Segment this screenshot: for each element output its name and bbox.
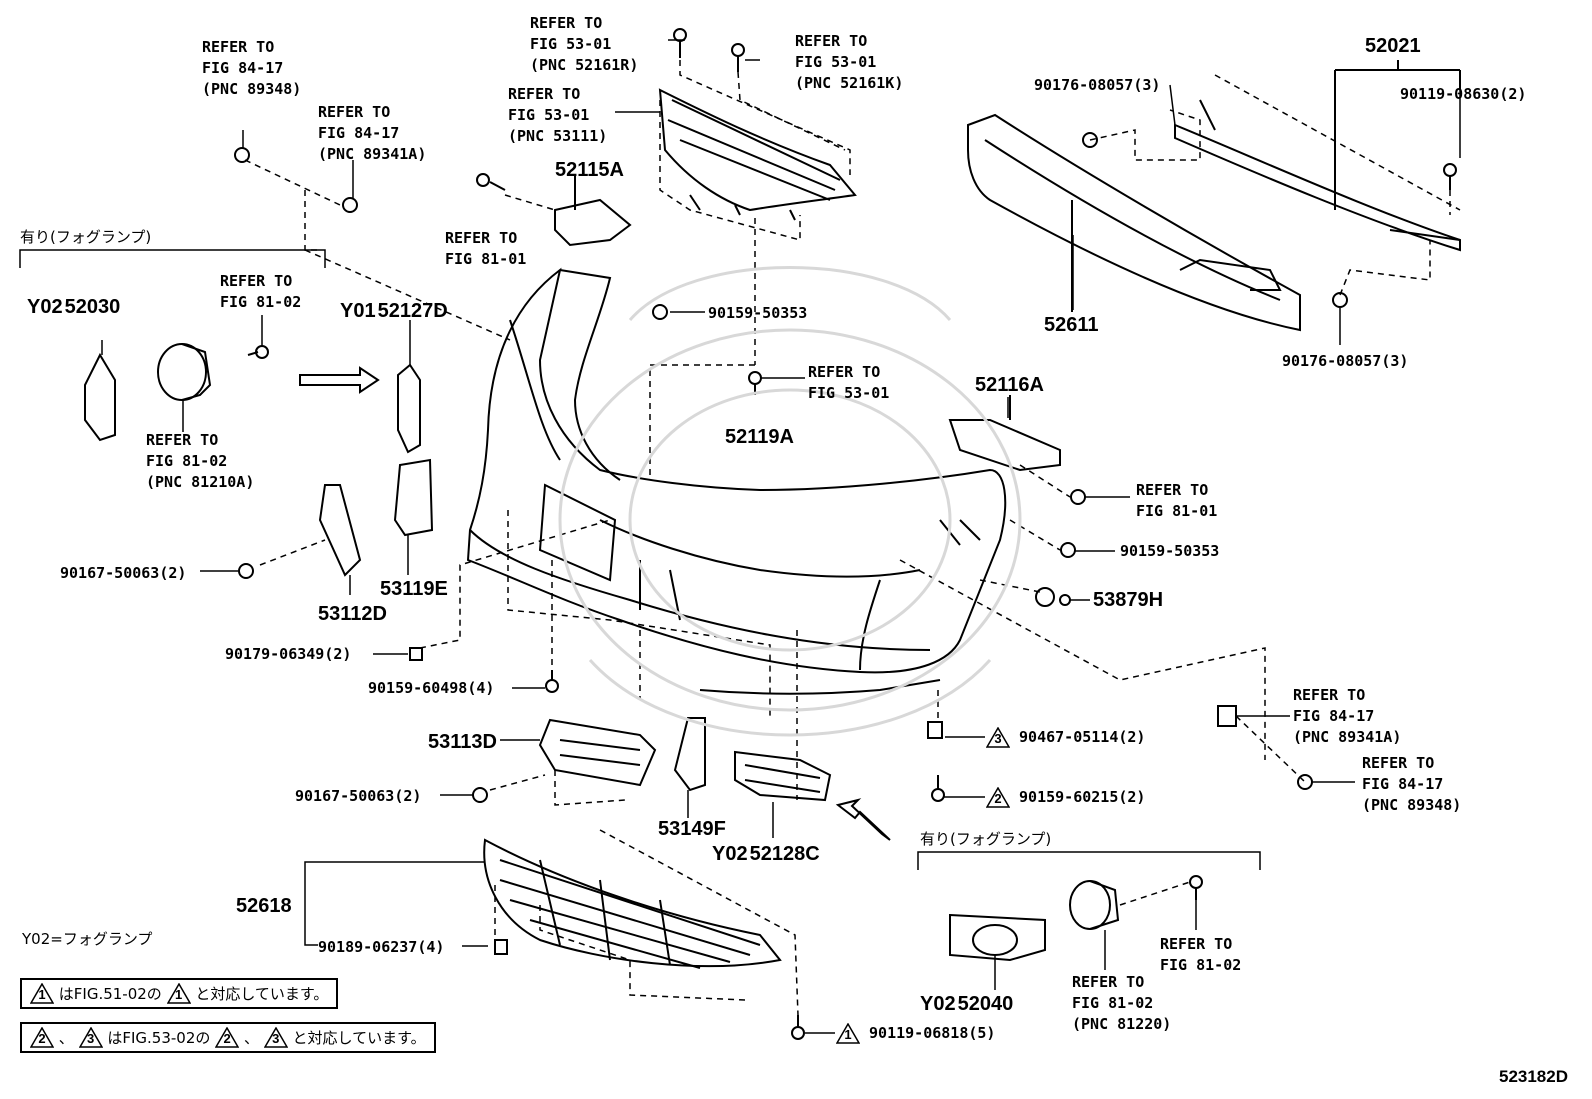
bracket-53149f (673, 717, 706, 792)
part-90159-60498: 90159-60498(4) (368, 679, 495, 697)
cover-52040 (949, 913, 1046, 962)
part-90167-b: 90167-50063(2) (295, 787, 422, 805)
part-90119-06818: 1 90119-06818(5) (836, 1023, 995, 1044)
part-52611: 52611 (1044, 314, 1099, 336)
part-53879h: 53879H (1093, 589, 1164, 611)
note-box-1: 1 はFIG.51-02の 1 と対応しています。 (20, 978, 339, 1009)
note1-text2: と対応しています。 (195, 985, 329, 1003)
marker-1: 1 (174, 987, 183, 1002)
note2-sep: 、 (58, 1029, 74, 1047)
part-90176-b: 90176-08057(3) (1282, 352, 1409, 370)
part-number: 52030 (64, 296, 121, 318)
fog-lamp-label-left: 有り(フォグランプ) (20, 228, 152, 246)
prefix-y01: Y01 (340, 300, 376, 322)
part-90119-08630: 90119-08630(2) (1400, 85, 1527, 103)
note2-text1: はFIG.53-02の (107, 1029, 211, 1047)
part-52119a: 52119A (725, 426, 794, 448)
part-number: 52128C (749, 843, 820, 865)
bracket-52116a (948, 419, 1061, 472)
marker-1: 1 (38, 987, 46, 1002)
grille-53113d (538, 718, 657, 787)
reinforcement-52021 (1174, 60, 1461, 252)
part-52116a: 52116A (975, 374, 1044, 396)
marker-1: 1 (844, 1027, 852, 1042)
absorber-52611 (967, 113, 1301, 332)
part-90176-a: 90176-08057(3) (1034, 76, 1161, 94)
part-52115a: 52115A (555, 159, 624, 181)
marker-3: 3 (272, 1031, 280, 1046)
marker-2: 2 (994, 791, 1002, 806)
part-90467: 3 90467-05114(2) (986, 727, 1145, 748)
note1-text1: はFIG.51-02の (58, 985, 162, 1003)
grille-frame (658, 88, 857, 221)
part-number: 52040 (957, 993, 1014, 1015)
fog-lamp-right (1069, 880, 1111, 930)
part-53113d: 53113D (428, 731, 497, 753)
part-53119e: 53119E (380, 578, 448, 600)
part-90189: 90189-06237(4) (318, 938, 445, 956)
part-90167-a: 90167-50063(2) (60, 564, 187, 582)
marker-3: 3 (994, 731, 1002, 746)
fog-lamp-left (157, 343, 207, 401)
part-90159-60215: 2 90159-60215(2) (986, 787, 1145, 808)
prefix-y02: Y02 (27, 296, 63, 318)
bracket-53112d (318, 484, 362, 577)
part-number: 52127D (377, 300, 448, 322)
cover-52030 (84, 352, 116, 442)
part-53149f: 53149F (658, 818, 726, 840)
marker-2: 2 (223, 1031, 231, 1046)
part-53112d: 53112D (318, 603, 387, 625)
part-90179: 90179-06349(2) (225, 645, 352, 663)
fog-lamp-label-right: 有り(フォグランプ) (920, 830, 1052, 848)
part-number: 90159-60215(2) (1019, 788, 1146, 806)
bumper-cover-52119a (466, 267, 1007, 695)
part-52021: 52021 (1365, 35, 1421, 57)
marker-2: 2 (38, 1031, 46, 1046)
prefix-y02: Y02 (712, 843, 748, 865)
legend-y02: Y02=フォグランプ (22, 930, 153, 948)
part-52618: 52618 (236, 895, 292, 917)
prefix-y02: Y02 (920, 993, 956, 1015)
note-box-2: 2 、 3 はFIG.53-02の 2 、 3 と対応しています。 (20, 1022, 436, 1053)
marker-3: 3 (86, 1031, 95, 1046)
undercover-52618 (483, 838, 782, 968)
bracket-53119e (393, 458, 434, 537)
note2-text2: と対応しています。 (292, 1029, 426, 1047)
part-number: 90467-05114(2) (1019, 728, 1146, 746)
part-90159-50353-a: 90159-50353 (708, 304, 808, 322)
part-90159-50353-b: 90159-50353 (1120, 542, 1220, 560)
bracket-52115a (554, 198, 632, 247)
cover-52128c (734, 750, 832, 802)
diagram-id: 523182D (1498, 1067, 1568, 1086)
note2-sep: 、 (243, 1029, 259, 1047)
part-number: 90119-06818(5) (869, 1024, 996, 1042)
